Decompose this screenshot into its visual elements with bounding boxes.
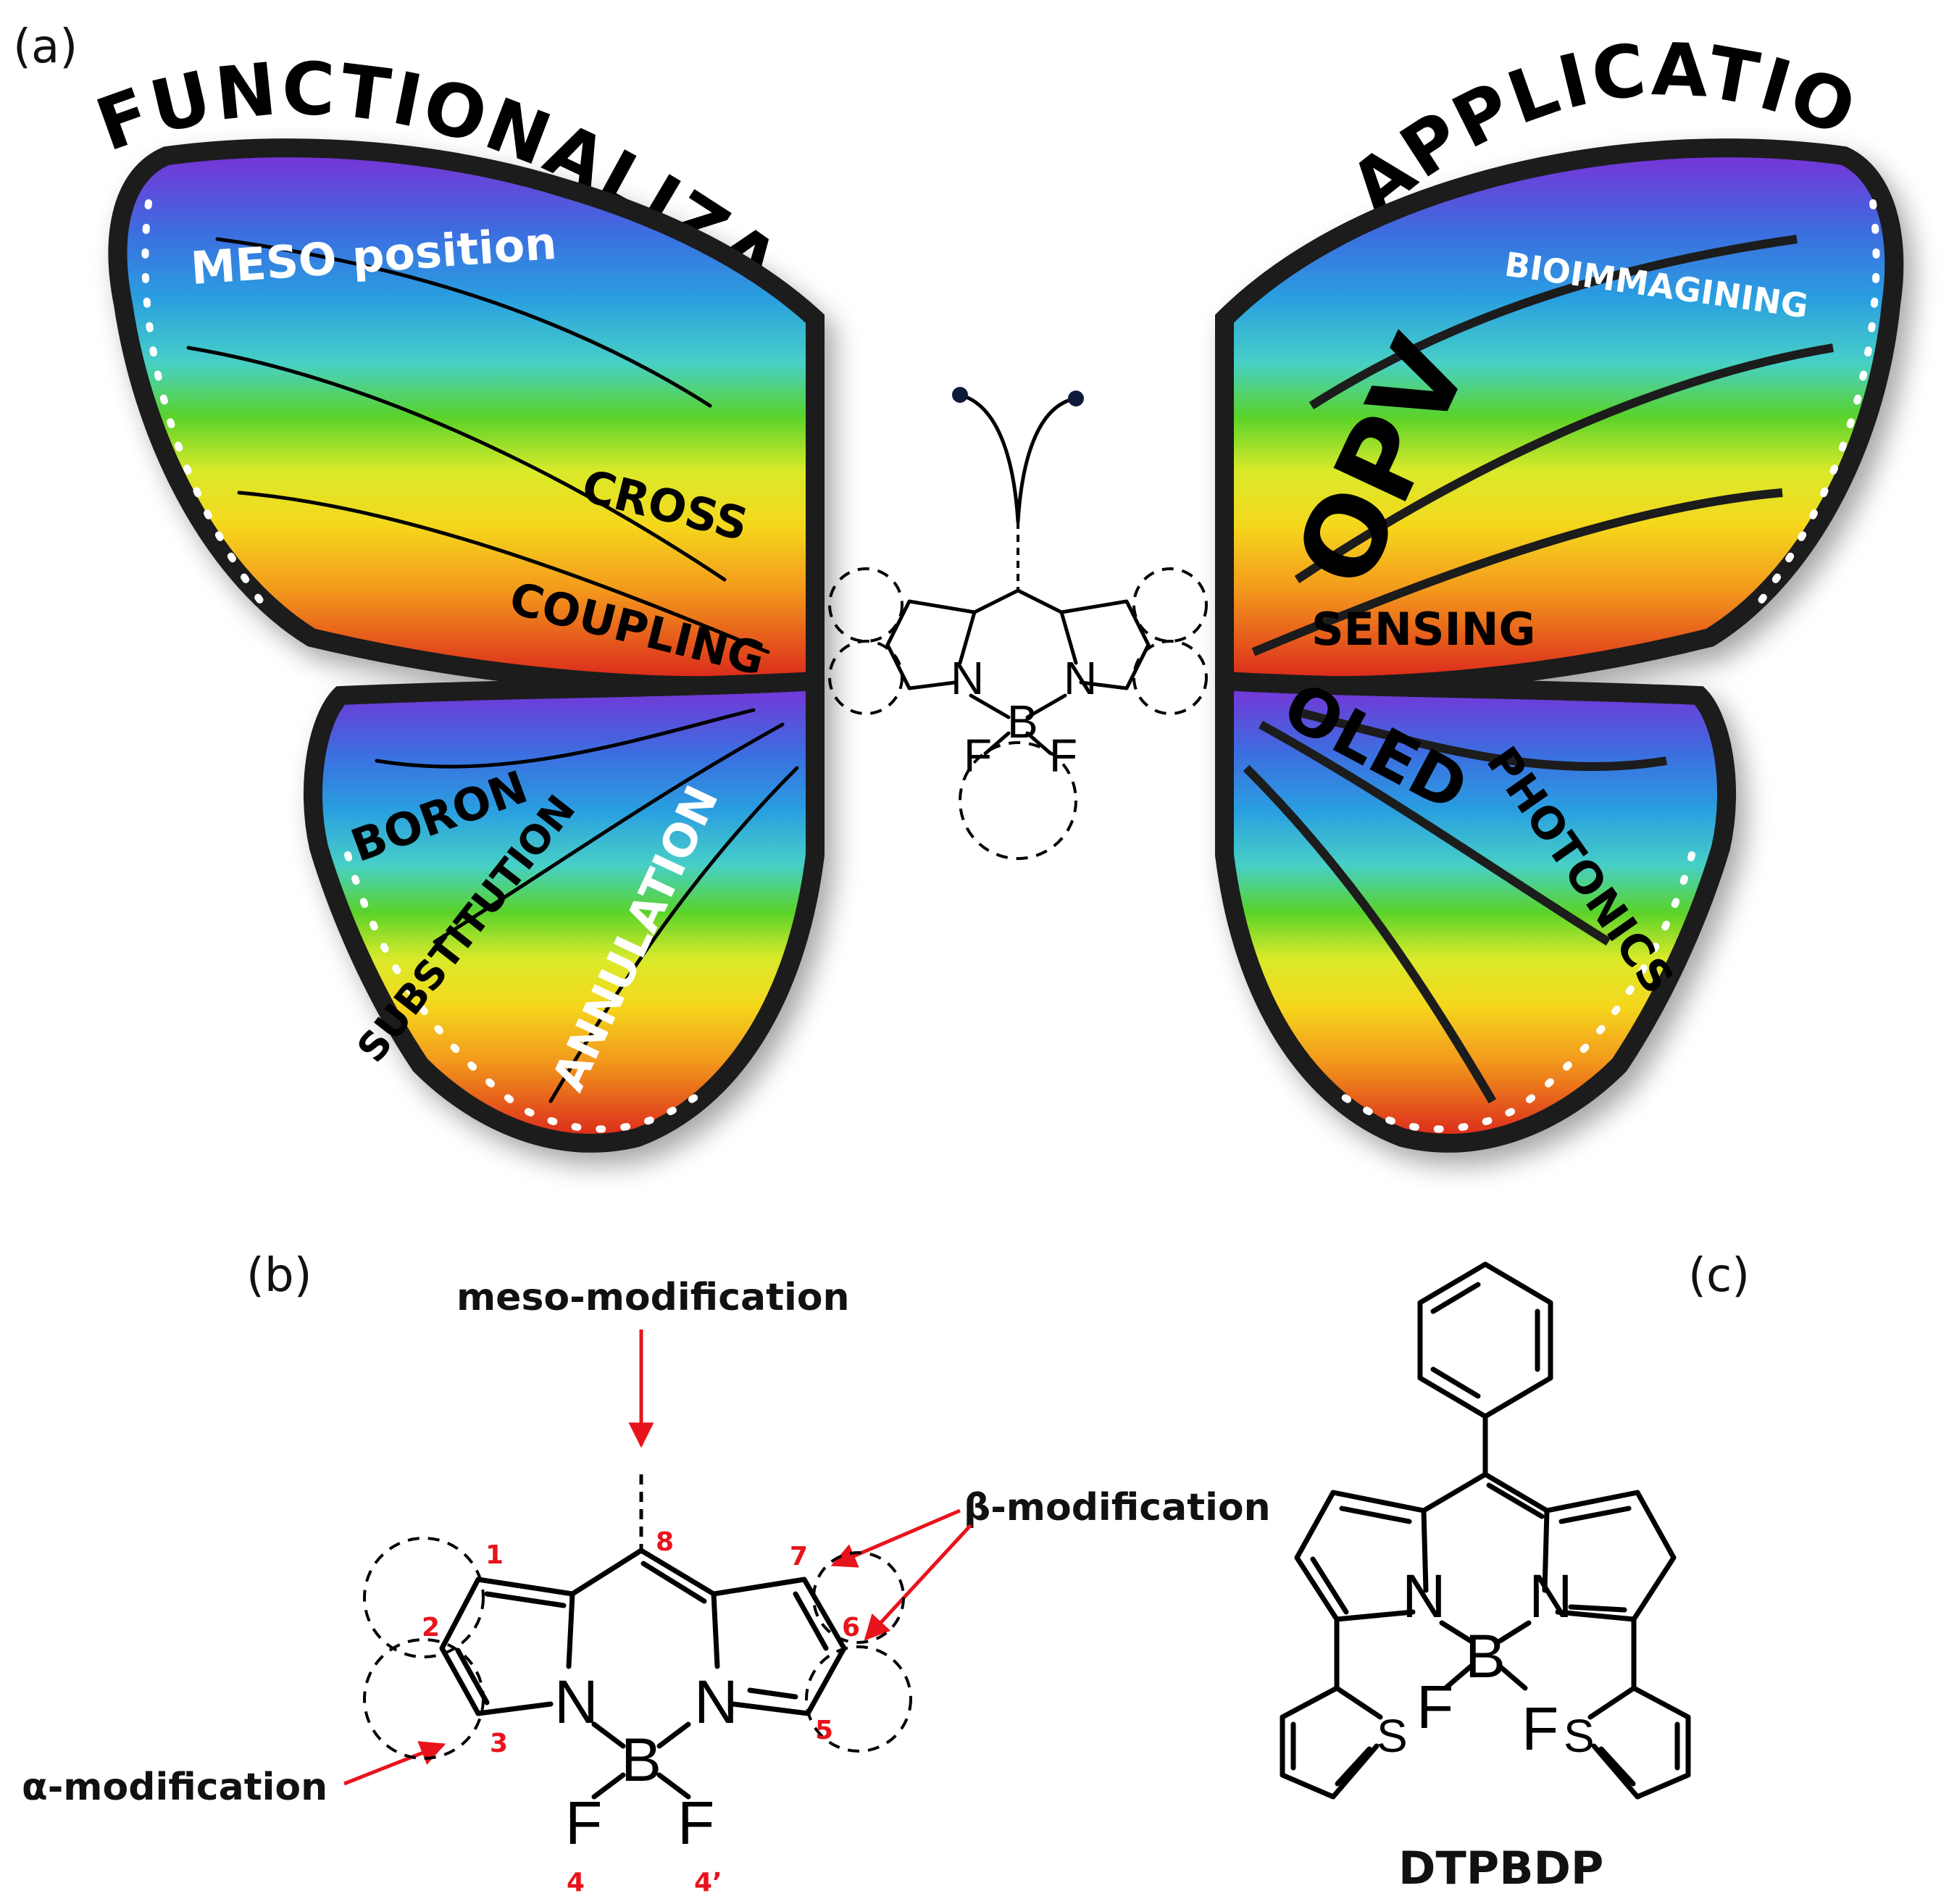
antenna-tip-left [952, 387, 968, 403]
core-a-n-right: N [1064, 652, 1097, 704]
meso-modification-label: meso-modification [456, 1276, 850, 1319]
beta-arrow-6 [864, 1524, 972, 1641]
core-a-n-left: N [951, 652, 984, 704]
f-right-b: F [677, 1789, 714, 1857]
f-left-c: F [1416, 1673, 1453, 1741]
dtpbdp-label: DTPBDP [1398, 1842, 1603, 1895]
position-2: 2 [422, 1613, 440, 1642]
panel-a-label: (a) [13, 20, 78, 74]
position-3: 3 [490, 1729, 508, 1758]
f-left-b: F [565, 1789, 602, 1857]
n-right-b: N [694, 1668, 738, 1736]
position-6: 6 [842, 1613, 860, 1642]
dtpbdp-structure: N N B F F S S [1280, 1261, 1691, 1800]
sensing-label: SENSING [1311, 603, 1535, 656]
s-left-c: S [1377, 1710, 1408, 1762]
s-right-c: S [1564, 1710, 1595, 1762]
position-4: 4 [567, 1868, 585, 1897]
n-right-c: N [1529, 1562, 1573, 1630]
b-b: B [621, 1726, 662, 1794]
right-forewing [1215, 138, 1904, 696]
beta-arrow-7 [830, 1508, 961, 1568]
core-a-b: B [1007, 696, 1038, 748]
alpha-arrow [343, 1741, 446, 1786]
position-4prime: 4’ [694, 1868, 722, 1897]
right-wing [1215, 138, 1904, 1153]
position-5: 5 [815, 1716, 833, 1745]
n-left-b: N [554, 1668, 598, 1736]
left-forewing [108, 138, 825, 696]
butterfly-body-molecule: N N B F F [828, 387, 1208, 860]
position-1: 1 [485, 1540, 504, 1570]
position-7: 7 [790, 1542, 808, 1571]
left-wing [108, 138, 825, 1153]
core-a-f-left: F [964, 730, 992, 782]
beta-modification-label: β-modification [964, 1486, 1271, 1529]
position-8: 8 [656, 1527, 674, 1557]
b-c: B [1465, 1622, 1506, 1690]
f-right-c: F [1522, 1695, 1558, 1763]
panel-b-label: (b) [246, 1249, 312, 1303]
bodipy-core-b: N N B F F 1 2 3 4 4’ 5 6 7 8 [343, 1329, 972, 1897]
alpha-modification-label: α-modification [22, 1766, 327, 1809]
antenna-tip-right [1068, 391, 1084, 406]
n-left-c: N [1402, 1562, 1446, 1630]
core-a-f-right: F [1049, 730, 1077, 782]
panel-c-label: (c) [1688, 1249, 1750, 1303]
